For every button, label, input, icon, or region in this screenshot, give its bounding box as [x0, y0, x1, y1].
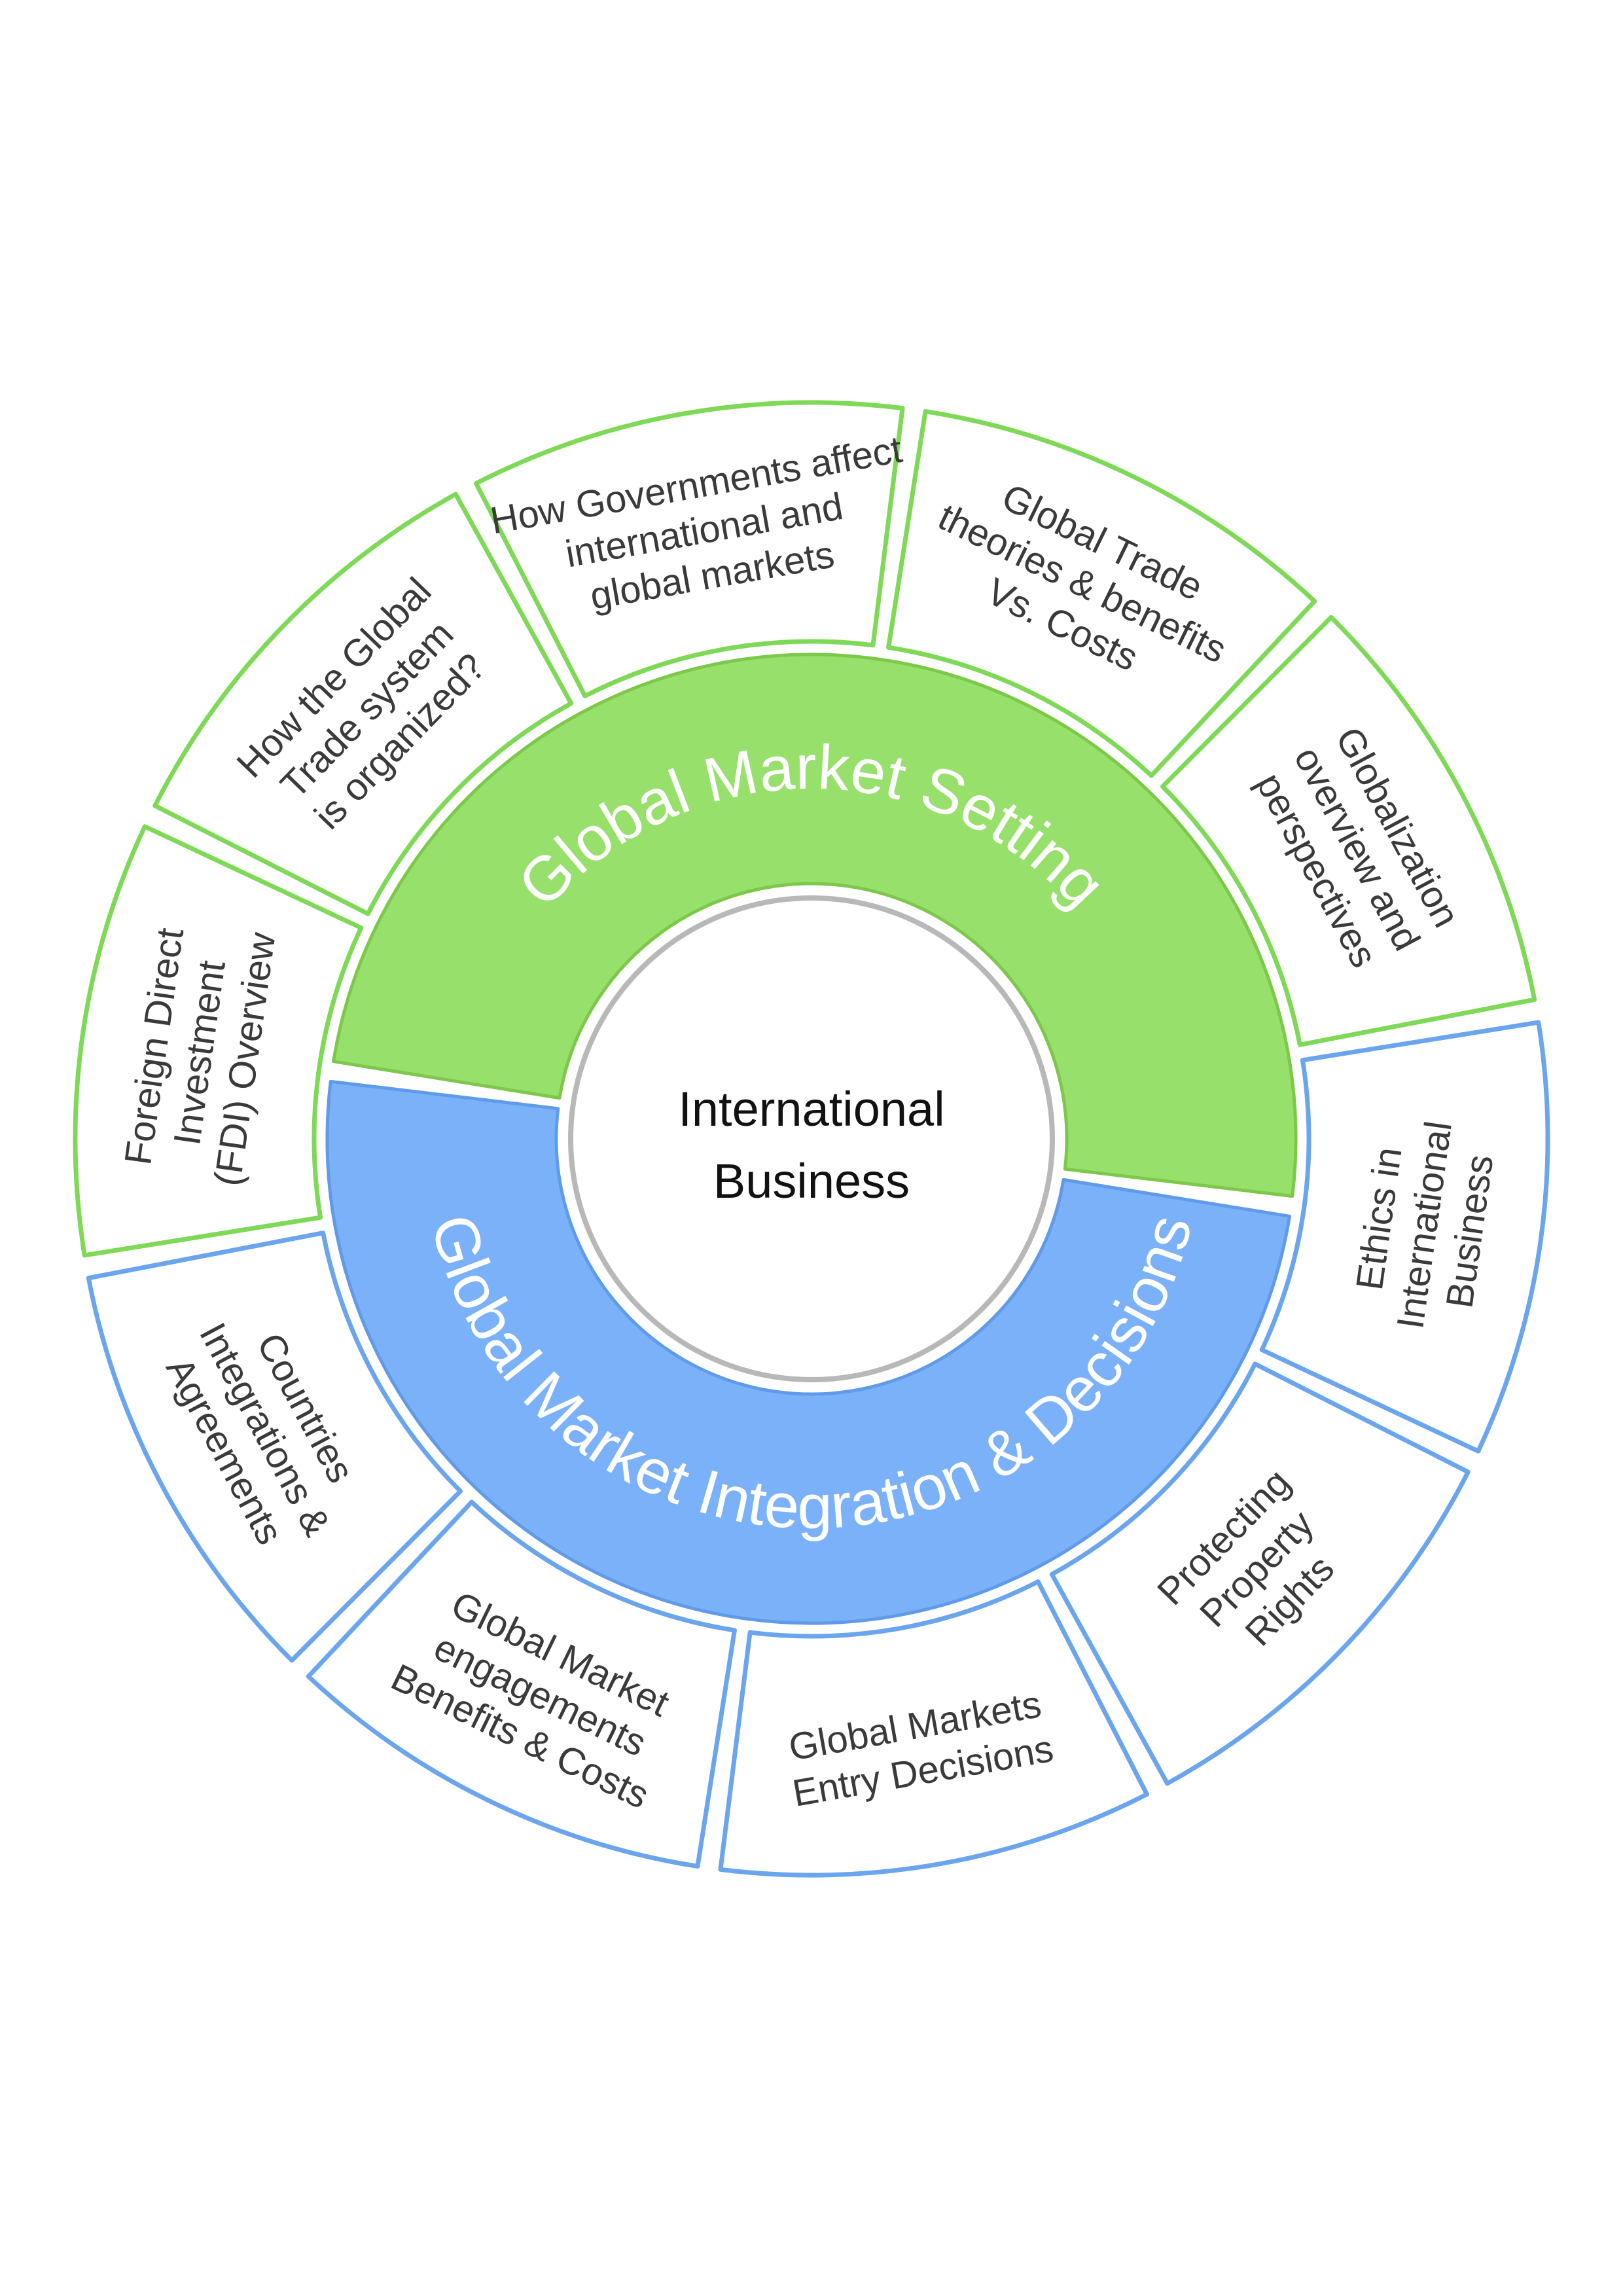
topic-segment-box [886, 409, 1317, 778]
global-market-integration-band [325, 1079, 1291, 1625]
topic-segment-box [1259, 1020, 1550, 1454]
topic-segment-box [152, 492, 574, 916]
topic-segment-box [73, 824, 364, 1258]
topic-segment-box [306, 1499, 737, 1869]
topic-segment: Foreign DirectInvestment(FDI) Overview [73, 824, 364, 1258]
topic-segment: Global Tradetheories & benefitsVs. Costs [886, 409, 1317, 778]
topic-segment-box [718, 1579, 1149, 1878]
global-market-setting-band [332, 653, 1298, 1198]
topic-segment-box [474, 400, 905, 698]
topic-segment-box [1160, 615, 1537, 1047]
topic-segment-box [1049, 1361, 1471, 1786]
topic-segment: ProtectingPropertyRights [1049, 1361, 1471, 1786]
topic-segment: How Governments affectinternational andg… [474, 400, 905, 698]
topic-segment: Ethics inInternationalBusiness [1259, 1020, 1550, 1454]
topic-segment: Global MarketengagementsBenefits & Costs [306, 1499, 737, 1869]
topic-segment: CountriesIntegrations &Agreements [86, 1230, 463, 1663]
topic-segment: Global MarketsEntry Decisions [718, 1579, 1149, 1878]
center-hub: International Business [568, 895, 1055, 1382]
center-title-line-1: International [678, 1082, 944, 1136]
center-circle [568, 895, 1055, 1382]
center-title-line-2: Business [713, 1154, 910, 1208]
topic-segment-label: Ethics inInternationalBusiness [1344, 1112, 1505, 1338]
topic-segment-box [86, 1230, 463, 1663]
